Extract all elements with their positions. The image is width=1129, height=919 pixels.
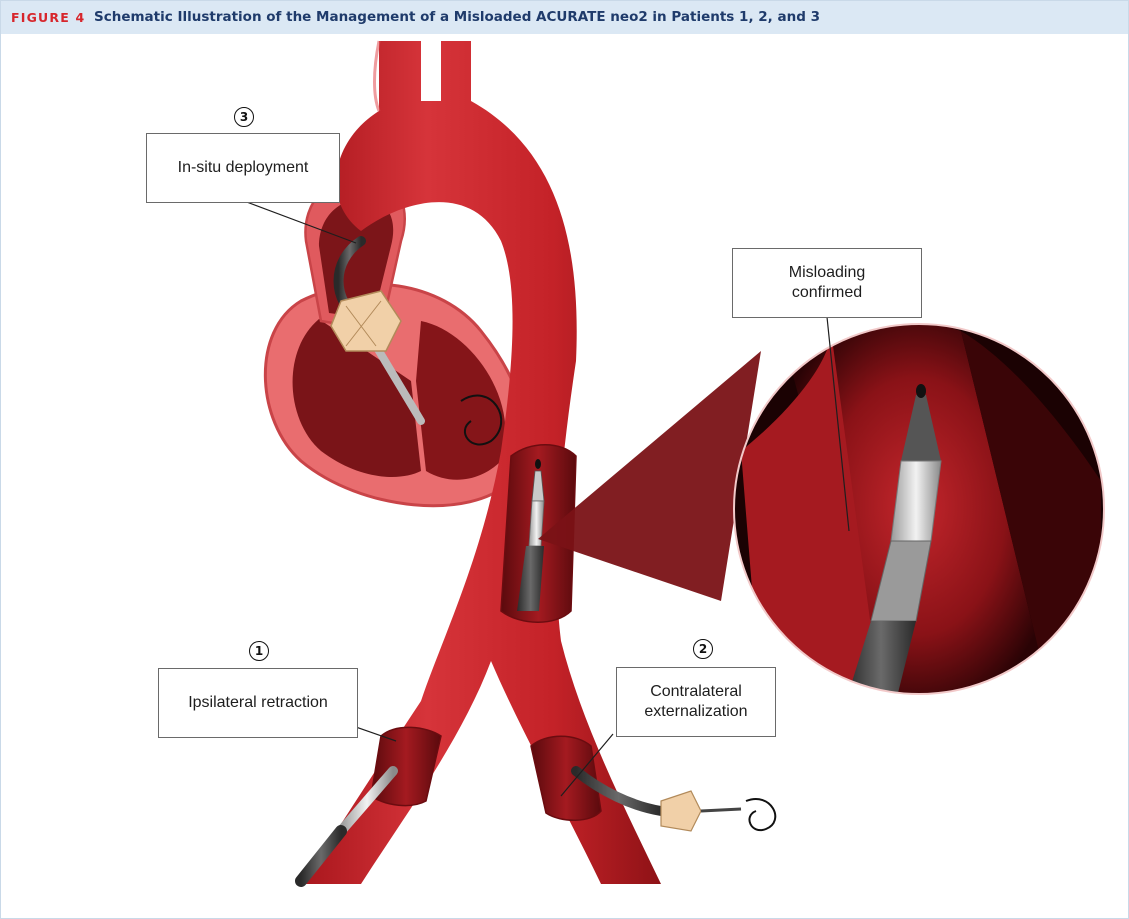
- callout-contralateral-externalization: Contralateral externalization: [616, 667, 776, 737]
- callout-misloading-confirmed: Misloading confirmed: [732, 248, 922, 318]
- figure-title: Schematic Illustration of the Management…: [94, 9, 820, 25]
- callout-in-situ-deployment: In-situ deployment: [146, 133, 340, 203]
- zoom-circle: [734, 312, 1104, 701]
- heart: [265, 175, 525, 505]
- callout-ipsilateral-retraction: Ipsilateral retraction: [158, 668, 358, 738]
- figure-header: FIGURE 4 Schematic Illustration of the M…: [1, 1, 1128, 34]
- step-1-badge: 1: [249, 641, 269, 661]
- figure-label: FIGURE 4: [11, 10, 85, 25]
- step-2-badge: 2: [693, 639, 713, 659]
- right-iliac-window: [531, 736, 775, 831]
- step-3-badge: 3: [234, 107, 254, 127]
